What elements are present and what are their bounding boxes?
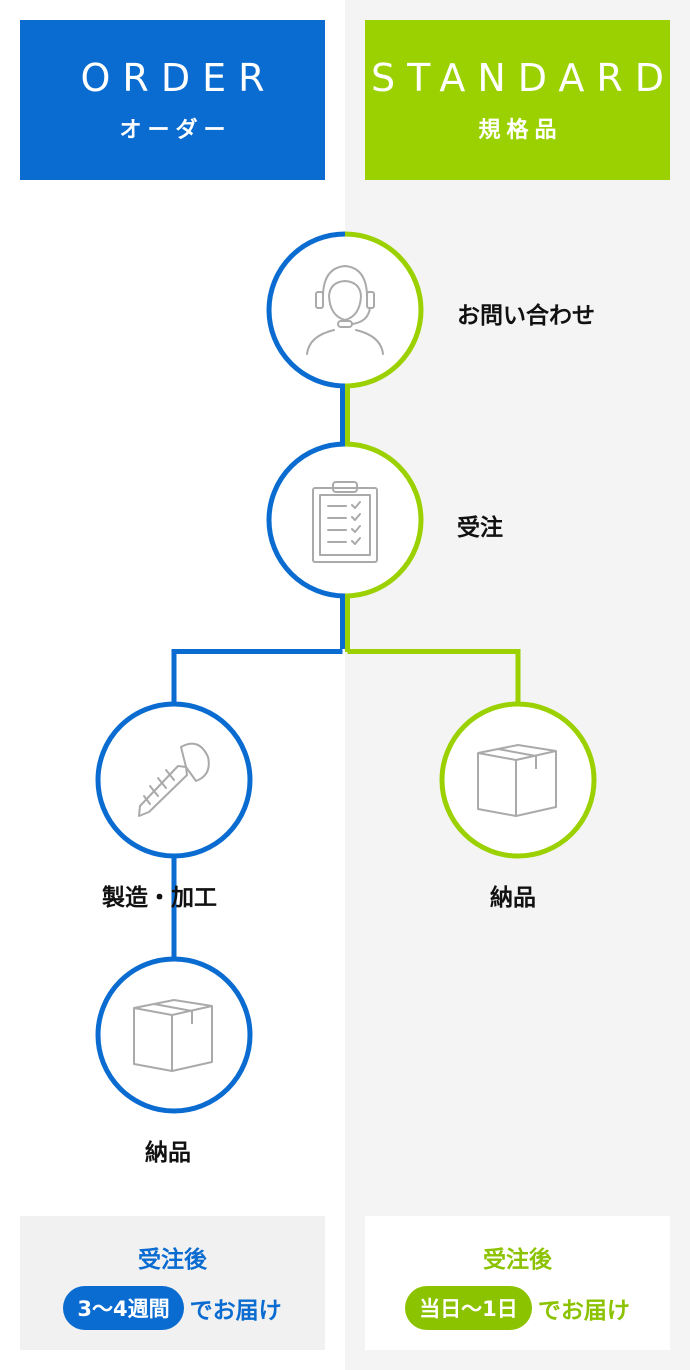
operator-headset-icon: [306, 265, 384, 355]
standard-delivery-label: 納品: [490, 885, 536, 911]
order-delivery-label: 納品: [145, 1140, 191, 1166]
box-icon: [477, 744, 557, 817]
standard-lead-time-box: 受注後 当日〜1日 でお届け: [365, 1216, 670, 1350]
box-icon: [133, 999, 213, 1072]
standard-header: STANDARD 規格品: [365, 20, 670, 180]
order-lead-time-box: 受注後 3〜4週間 でお届け: [20, 1216, 325, 1350]
order-lead-time-pill: 3〜4週間: [63, 1286, 184, 1330]
order-received-label: 受注: [457, 515, 503, 541]
order-lead-time-suffix: でお届け: [189, 1298, 282, 1324]
standard-lead-time-suffix: でお届け: [537, 1298, 630, 1324]
screw-icon: [138, 742, 210, 817]
standard-delivery-node: [439, 701, 597, 859]
standard-lead-time-heading: 受注後: [483, 1247, 552, 1273]
order-delivery-node: [95, 956, 253, 1114]
manufacturing-label: 製造・加工: [102, 885, 217, 911]
standard-lead-time-row: 当日〜1日 でお届け: [405, 1286, 630, 1330]
standard-lead-time-pill: 当日〜1日: [405, 1286, 532, 1330]
inquiry-node: [266, 231, 424, 389]
order-received-node: [266, 441, 424, 599]
inquiry-label: お問い合わせ: [457, 303, 595, 329]
standard-subtitle: 規格品: [478, 118, 563, 143]
flow-connectors: [171, 385, 521, 960]
order-lead-time-row: 3〜4週間 でお届け: [63, 1286, 282, 1330]
standard-title: STANDARD: [370, 56, 677, 100]
order-title: ORDER: [80, 56, 277, 100]
order-subtitle: オーダー: [119, 118, 232, 143]
order-lead-time-heading: 受注後: [138, 1247, 207, 1273]
clipboard-checklist-icon: [312, 481, 378, 563]
order-header: ORDER オーダー: [20, 20, 325, 180]
manufacturing-node: [95, 701, 253, 859]
